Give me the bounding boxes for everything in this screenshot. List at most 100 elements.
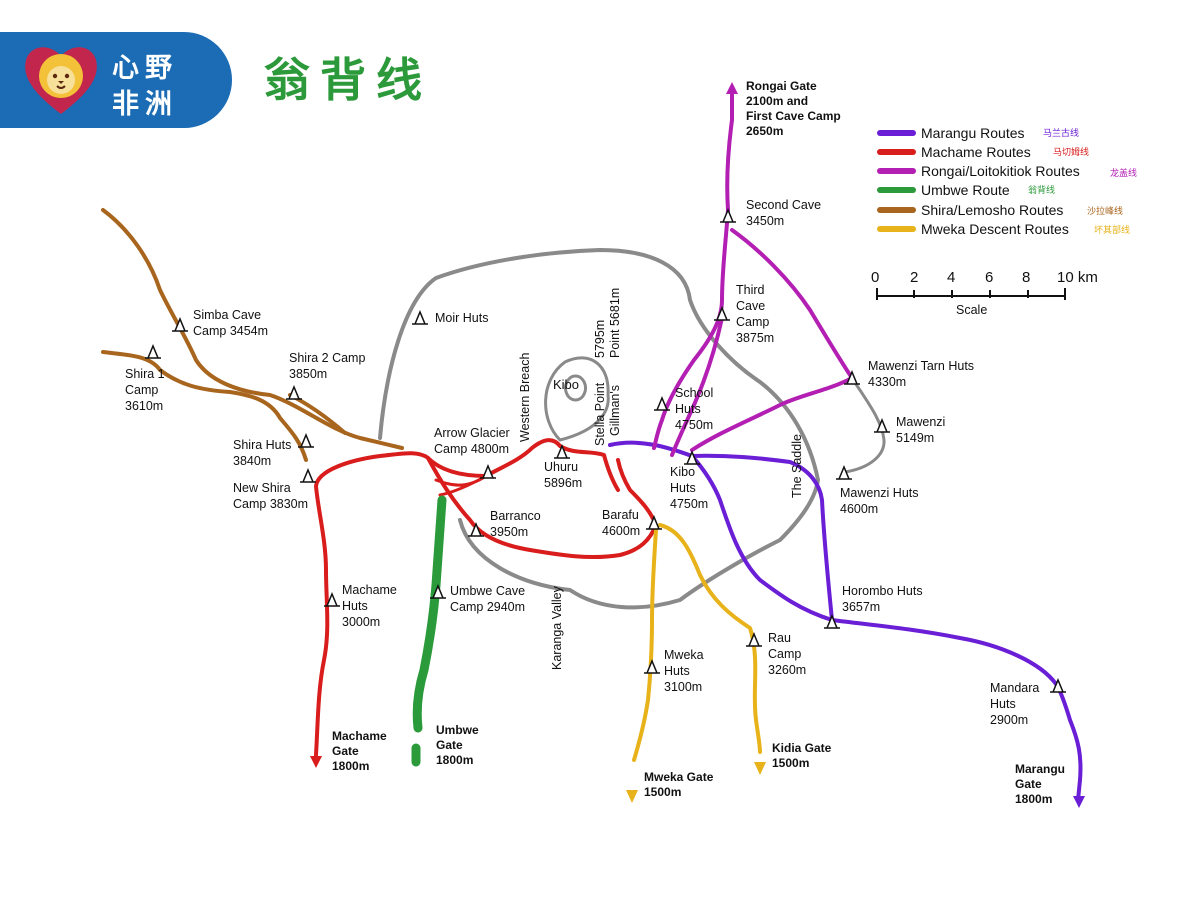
label-mweka-huts: Mweka Huts 3100m [664, 648, 707, 694]
machame-routes [314, 438, 658, 757]
grey-trails [378, 248, 886, 610]
scale-tick-label: 2 [910, 269, 918, 286]
camp-new-shira-icon [300, 468, 316, 483]
label-rongai-gate: Rongai Gate 2100m and First Cave Camp 26… [746, 79, 844, 138]
rongai-school-huts-link [670, 316, 724, 457]
legend-item: Shira/Lemosho Routes 沙拉峰线 [877, 202, 1123, 218]
legend-label-cn: 翁背线 [1028, 184, 1055, 196]
label-school-huts: School Huts 4750m [675, 386, 717, 432]
label-new-shira-camp: New Shira Camp 3830m [233, 481, 308, 511]
camp-shira-2-icon [286, 385, 302, 400]
label-mweka-gate: Mweka Gate 1500m [644, 770, 717, 799]
label-machame-huts: Machame Huts 3000m [342, 583, 400, 629]
marangu-gate-arrow-icon [1073, 796, 1085, 808]
mweka-descent-routes [632, 523, 762, 762]
label-gillmans-point: Gillman's [608, 385, 622, 436]
label-marangu-gate: Marangu Gate 1800m [1015, 762, 1068, 806]
label-machame-gate: Machame Gate 1800m [332, 729, 390, 773]
legend-label-cn: 马切姆线 [1053, 146, 1089, 158]
camp-mandara-icon [1050, 678, 1066, 693]
rongai-gate-arrow-icon [726, 82, 738, 94]
legend-label-cn: 龙盖线 [1110, 167, 1137, 179]
mweka-gate-arrow-icon [626, 790, 638, 803]
label-moir-huts: Moir Huts [435, 311, 488, 325]
camp-uhuru-icon [554, 444, 570, 459]
label-kidia-gate: Kidia Gate 1500m [772, 741, 835, 770]
legend-item: Machame Routes 马切姆线 [877, 144, 1089, 160]
brand-banner: 心野 非洲 [0, 32, 232, 128]
label-mawenzi-tarn: Mawenzi Tarn Huts 4330m [868, 359, 978, 389]
legend-label-cn: 沙拉峰线 [1087, 205, 1123, 217]
label-umbwe-cave: Umbwe Cave Camp 2940m [450, 584, 529, 614]
label-kibo: Kibo [553, 377, 579, 392]
scale-tick-label: 0 [871, 269, 879, 286]
label-umbwe-gate: Umbwe Gate 1800m [436, 723, 482, 767]
scale-tick-label: 4 [947, 269, 955, 286]
shira-route-north [101, 208, 404, 450]
label-rau-camp: Rau Camp 3260m [768, 631, 806, 677]
legend-label-cn: 坏其部线 [1094, 224, 1130, 236]
camp-markers [145, 208, 1066, 693]
lion-heart-logo-icon [25, 47, 97, 114]
label-third-cave: Third Cave Camp 3875m [736, 283, 774, 345]
scale-tick-label: 10 km [1057, 269, 1098, 286]
label-barranco: Barranco 3950m [490, 509, 544, 539]
legend-label: Rongai/Loitokitiok Routes [921, 163, 1080, 179]
label-mawenzi-huts: Mawenzi Huts 4600m [840, 486, 922, 516]
kidia-descent-route [658, 523, 762, 754]
label-stella-altitude: 5795m [593, 320, 607, 358]
legend-label: Marangu Routes [921, 125, 1025, 141]
scale-label: Scale [956, 303, 987, 317]
camp-second-cave-icon [720, 208, 736, 223]
label-uhuru: Uhuru 5896m [544, 460, 582, 490]
camp-barafu-icon [646, 515, 662, 530]
label-shira-1-camp: Shira 1 Camp 3610m [125, 367, 168, 413]
label-mandara-huts: Mandara Huts 2900m [990, 681, 1043, 727]
shira-route-link [288, 393, 347, 435]
camp-mawenzi-tarn-icon [844, 370, 860, 385]
machame-western-breach [484, 438, 620, 492]
camp-rau-camp-icon [746, 632, 762, 647]
label-simba-cave: Simba Cave Camp 3454m [193, 308, 268, 338]
label-barafu: Barafu 4600m [602, 508, 642, 538]
label-mawenzi: Mawenzi 5149m [896, 415, 949, 445]
legend-item: Umbwe Route 翁背线 [877, 182, 1055, 198]
marangu-saddle-route [690, 453, 834, 622]
camp-moir-huts-icon [412, 310, 428, 325]
label-arrow-glacier: Arrow Glacier Camp 4800m [434, 426, 513, 456]
camp-mweka-huts-icon [644, 659, 660, 674]
legend-label: Mweka Descent Routes [921, 221, 1069, 237]
shira-route-west [101, 350, 308, 462]
mweka-descent-route [632, 528, 658, 762]
legend-item: Mweka Descent Routes 坏其部线 [877, 221, 1130, 237]
route-legend: Marangu Routes 马兰古线 Machame Routes 马切姆线 … [877, 125, 1137, 237]
machame-gate-arrow-icon [310, 756, 322, 768]
mawenzi-circuit-trail [843, 376, 886, 474]
legend-label: Machame Routes [921, 144, 1031, 160]
machame-southern-circuit [426, 456, 658, 560]
camp-machame-huts-icon [324, 592, 340, 607]
crater-circuit-trail [378, 248, 820, 610]
umbwe-route [411, 495, 447, 767]
page-title: 翁背线 [264, 53, 432, 107]
legend-item: Rongai/Loitokitiok Routes 龙盖线 [877, 163, 1137, 179]
legend-label: Umbwe Route [921, 182, 1010, 198]
brand-name-line-2: 非洲 [112, 89, 178, 120]
legend-label: Shira/Lemosho Routes [921, 202, 1063, 218]
label-kibo-huts: Kibo Huts 4750m [670, 465, 708, 511]
label-the-saddle: The Saddle [790, 434, 804, 498]
label-western-breach: Western Breach [518, 353, 532, 442]
camp-mawenzi-huts-icon [836, 465, 852, 480]
scale-tick-label: 8 [1022, 269, 1030, 286]
camp-umbwe-cave-icon [430, 584, 446, 599]
label-horombo-huts: Horombo Huts 3657m [842, 584, 926, 614]
scale-tick-label: 6 [985, 269, 993, 286]
camp-arrow-glacier-icon [480, 464, 496, 479]
label-karanga-valley: Karanga Valley [550, 585, 564, 670]
camp-shira-huts-icon [298, 433, 314, 448]
kibo-crater-outline [544, 356, 610, 442]
camp-third-cave-icon [714, 306, 730, 321]
label-second-cave: Second Cave 3450m [746, 198, 825, 228]
label-stella-point: Stella Point [593, 382, 607, 446]
